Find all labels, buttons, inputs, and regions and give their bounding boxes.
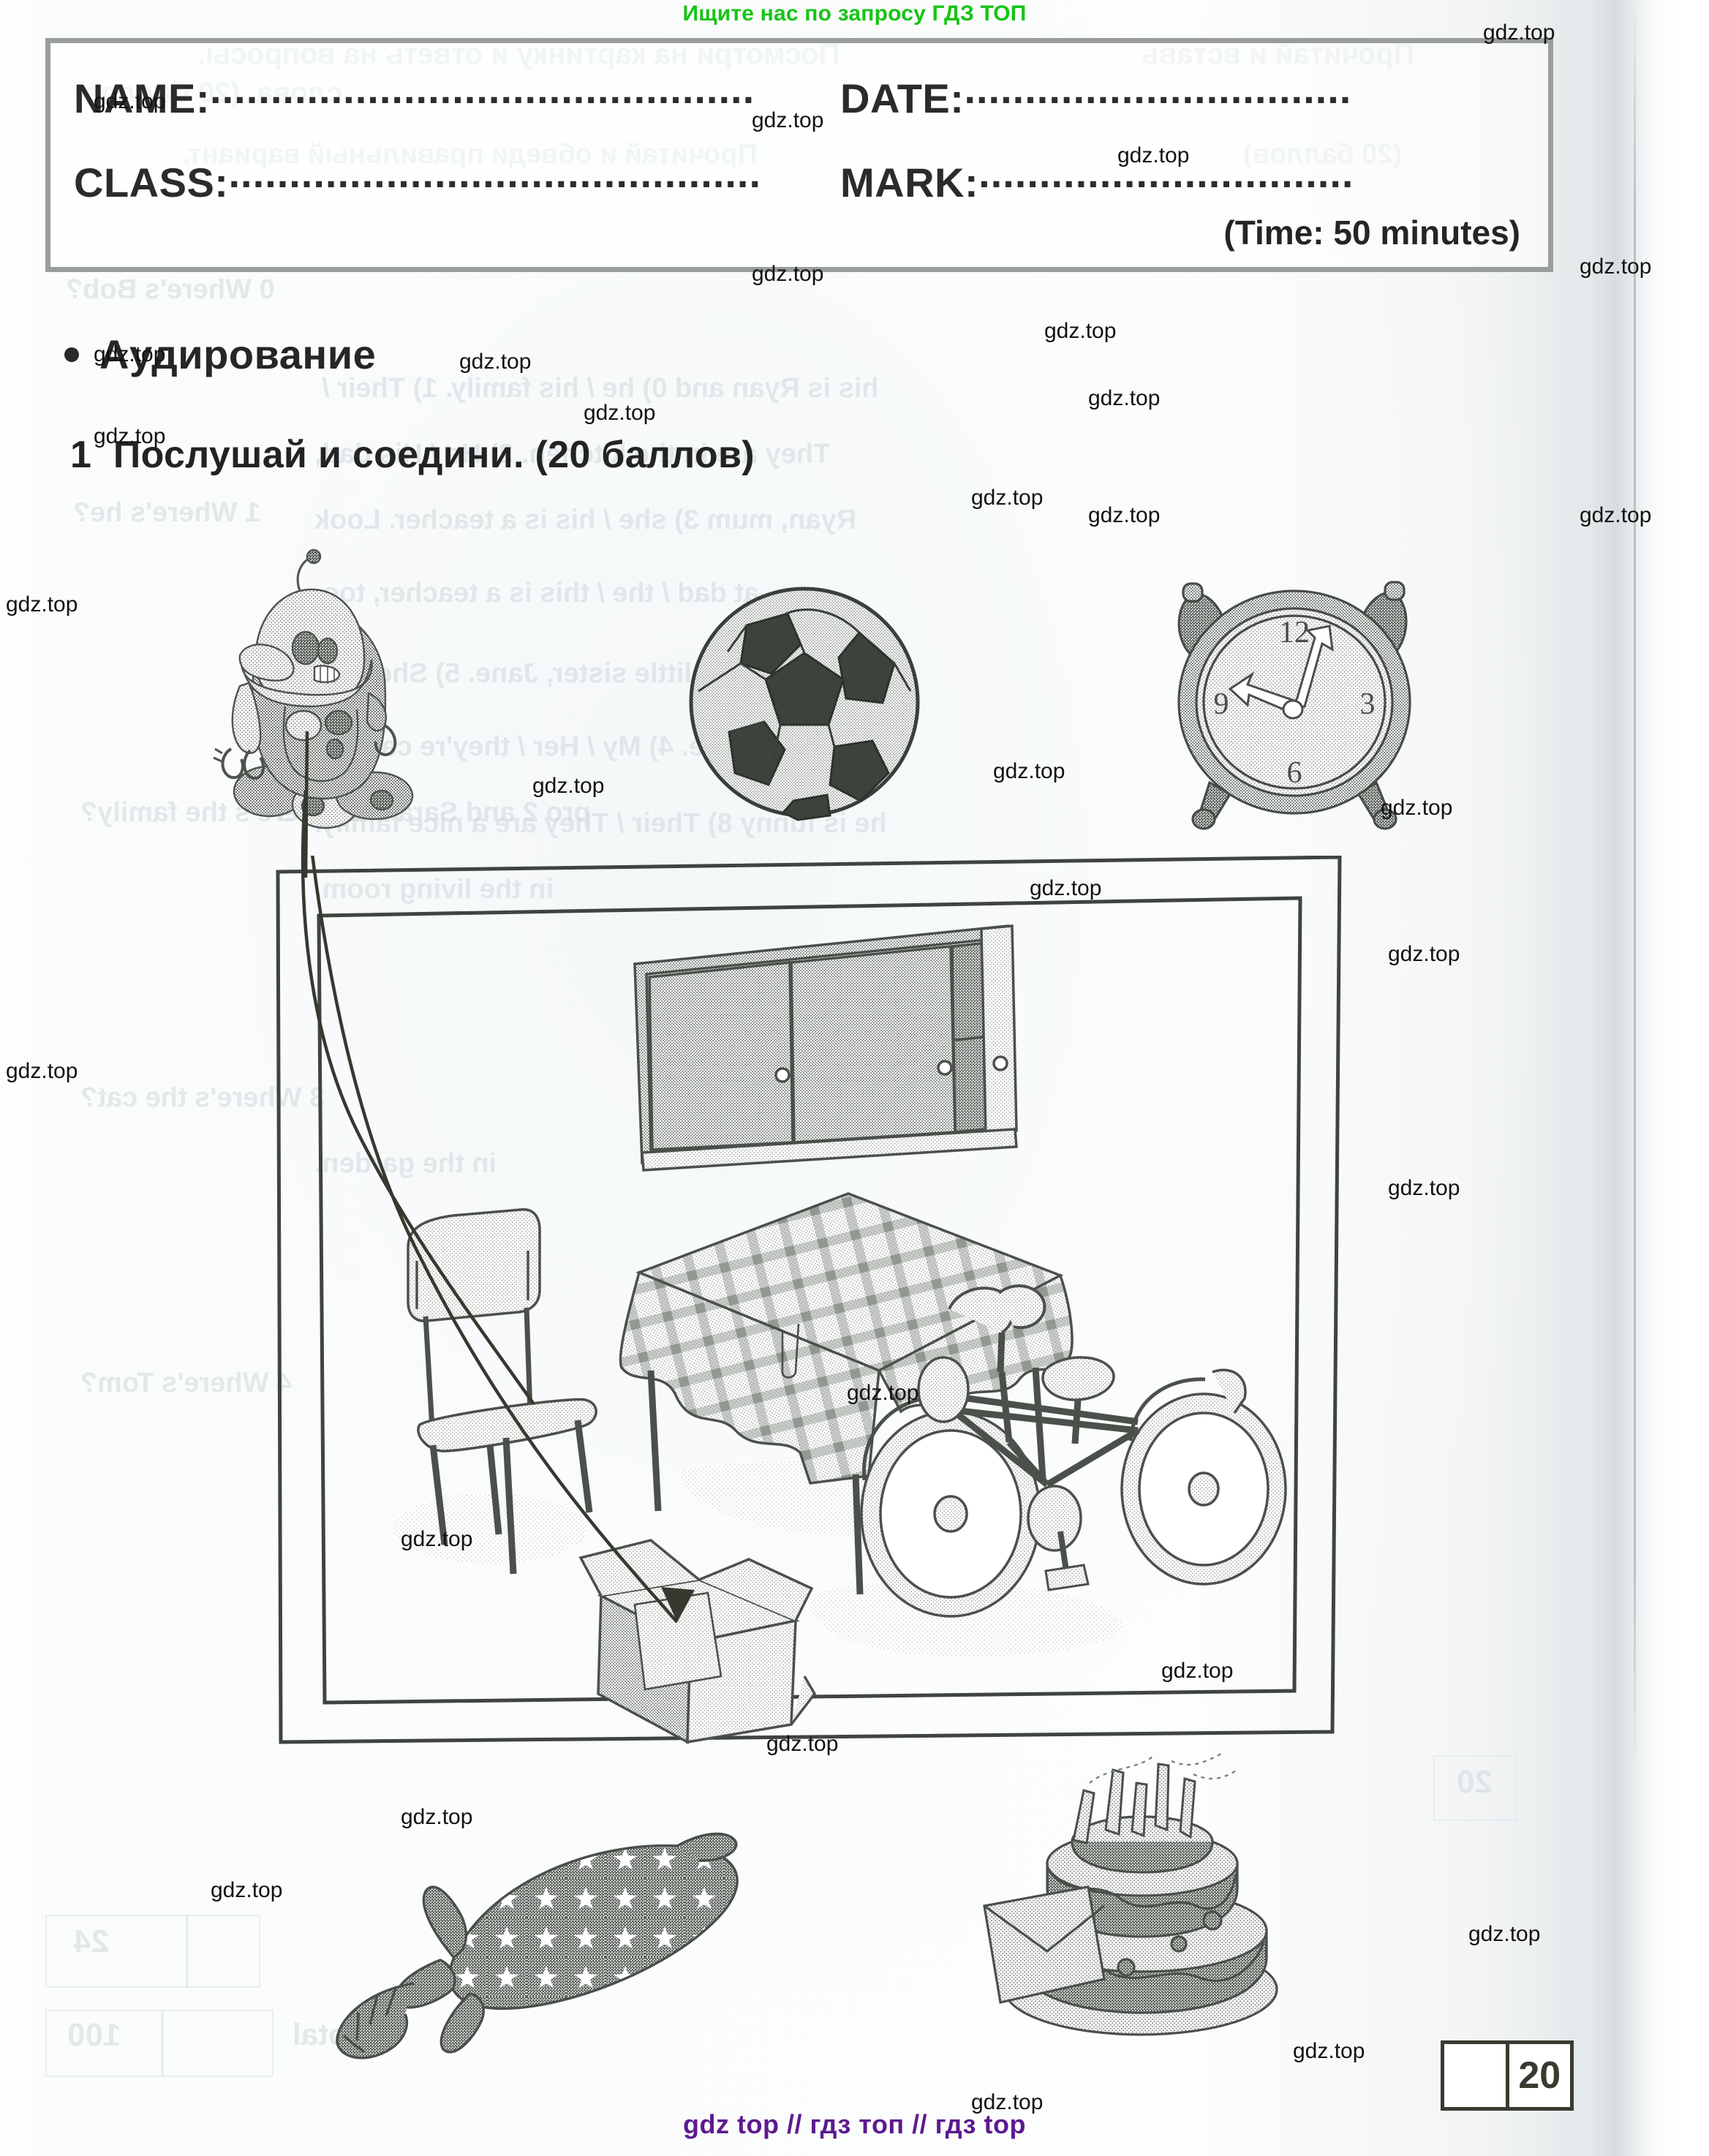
date-label: DATE:: [840, 75, 965, 121]
footer-text: gdz top // гдз топ // гдз top: [683, 2109, 1026, 2139]
mark-label: MARK:: [840, 159, 979, 206]
bullet-icon: [64, 347, 79, 362]
score-blank-cell[interactable]: [1444, 2044, 1509, 2107]
section-title: Аудирование: [99, 331, 377, 377]
greeting-card: [983, 1885, 1106, 2004]
clock-numeral-9: 9: [1214, 687, 1229, 721]
connector-line-upper: [301, 790, 535, 1406]
clock-numeral-6: 6: [1287, 756, 1302, 790]
wall-cupboard: [633, 924, 1018, 1172]
date-field[interactable]: DATE:................................: [840, 65, 1373, 122]
scene-outer-frame: [276, 856, 1342, 1744]
section-heading: Аудирование: [64, 331, 376, 378]
promo-header: Ищите нас по запросу ГДЗ ТОП: [682, 1, 1027, 26]
arrow-head-icon: [661, 1587, 695, 1622]
open-cardboard-box: [578, 1539, 817, 1744]
robot-illustration: [213, 549, 414, 829]
mark-dotted-line: ...............................: [978, 150, 1354, 196]
clock-minute-hand: [1291, 625, 1334, 708]
page-fold-line: [1634, 0, 1636, 1770]
score-max-cell: 20: [1518, 2054, 1561, 2097]
alarm-clock-illustration: 12 3 6 9: [1177, 581, 1411, 830]
birthday-cake-illustration: [983, 1752, 1278, 2036]
class-field[interactable]: CLASS:..................................…: [74, 149, 775, 206]
task-instruction: Послушай и соедини. (20 баллов): [113, 434, 755, 476]
clock-numeral-12: 12: [1279, 616, 1310, 649]
living-room-scene: [276, 856, 1342, 1744]
time-limit-note: (Time: 50 minutes): [1223, 214, 1520, 252]
score-box[interactable]: 20: [1441, 2040, 1574, 2111]
kite-illustration: [336, 1832, 739, 2059]
football-illustration: [689, 587, 920, 821]
clock-numeral-3: 3: [1360, 687, 1376, 721]
date-dotted-line: ................................: [964, 66, 1352, 112]
name-label: NAME:: [74, 75, 211, 121]
chair: [407, 1208, 597, 1575]
candle-smoke: [1089, 1752, 1238, 1784]
mark-field[interactable]: MARK:...............................: [840, 149, 1377, 206]
name-field[interactable]: NAME:...................................…: [74, 65, 777, 122]
task-number: 1: [70, 434, 91, 476]
connector-line-start: [303, 731, 309, 878]
clock-hour-hand: [1228, 671, 1296, 712]
bicycle: [860, 1284, 1287, 1618]
cake-candles: [1072, 1763, 1196, 1844]
student-info-box: NAME:...................................…: [45, 38, 1553, 272]
name-dotted-line: ........................................…: [210, 66, 755, 112]
task-heading: 1 Послушай и соедини. (20 баллов): [70, 433, 755, 477]
scene-inner-frame: [317, 896, 1302, 1705]
class-label: CLASS:: [74, 159, 229, 206]
class-dotted-line: ........................................…: [228, 150, 762, 196]
